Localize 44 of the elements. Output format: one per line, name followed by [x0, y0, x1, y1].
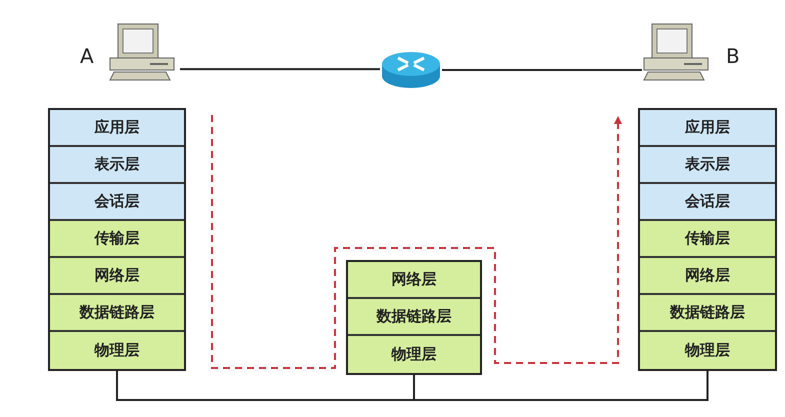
layer-row	[640, 221, 775, 258]
arrow	[211, 115, 622, 369]
layer-row	[50, 295, 184, 332]
host-label: B	[726, 44, 740, 68]
layer-label: 网络层	[392, 270, 436, 289]
layer-label: 传输层	[685, 229, 730, 248]
layer-row	[348, 299, 480, 336]
layer-label: 数据链路层	[376, 307, 452, 326]
layer-row	[640, 258, 775, 295]
layer-label: 会话层	[685, 192, 730, 211]
layer-row	[640, 110, 775, 147]
protocol-stack	[346, 260, 482, 375]
layer-label: 表示层	[685, 155, 730, 174]
layer-label: 物理层	[392, 345, 436, 364]
layer-label: 应用层	[685, 118, 730, 137]
layer-row	[50, 332, 184, 369]
host-label: A	[80, 44, 94, 68]
layer-label: 网络层	[94, 266, 140, 285]
layer-row	[640, 295, 775, 332]
layer-label: 物理层	[94, 341, 140, 360]
layer-row	[640, 332, 775, 369]
layer-row	[50, 110, 184, 147]
connector-line	[180, 68, 380, 70]
layer-label: 表示层	[94, 155, 140, 174]
connector-line	[413, 371, 708, 401]
layer-row	[50, 258, 184, 295]
protocol-stack	[638, 108, 777, 371]
layer-row	[640, 147, 775, 184]
layer-label: 数据链路层	[670, 303, 745, 322]
connector-line	[442, 69, 642, 71]
layer-row	[50, 147, 184, 184]
layer-row	[348, 336, 480, 373]
layer-row	[640, 184, 775, 221]
layer-row	[50, 221, 184, 258]
layer-label: 数据链路层	[80, 303, 154, 322]
layer-label: 物理层	[685, 341, 730, 360]
layer-label: 传输层	[94, 229, 140, 248]
layer-label: 会话层	[94, 192, 140, 211]
layer-row	[50, 184, 184, 221]
layer-row	[348, 262, 480, 299]
connector-line	[116, 371, 415, 401]
layer-label: 网络层	[685, 266, 730, 285]
protocol-stack	[48, 108, 186, 371]
layer-label: 应用层	[94, 118, 140, 137]
